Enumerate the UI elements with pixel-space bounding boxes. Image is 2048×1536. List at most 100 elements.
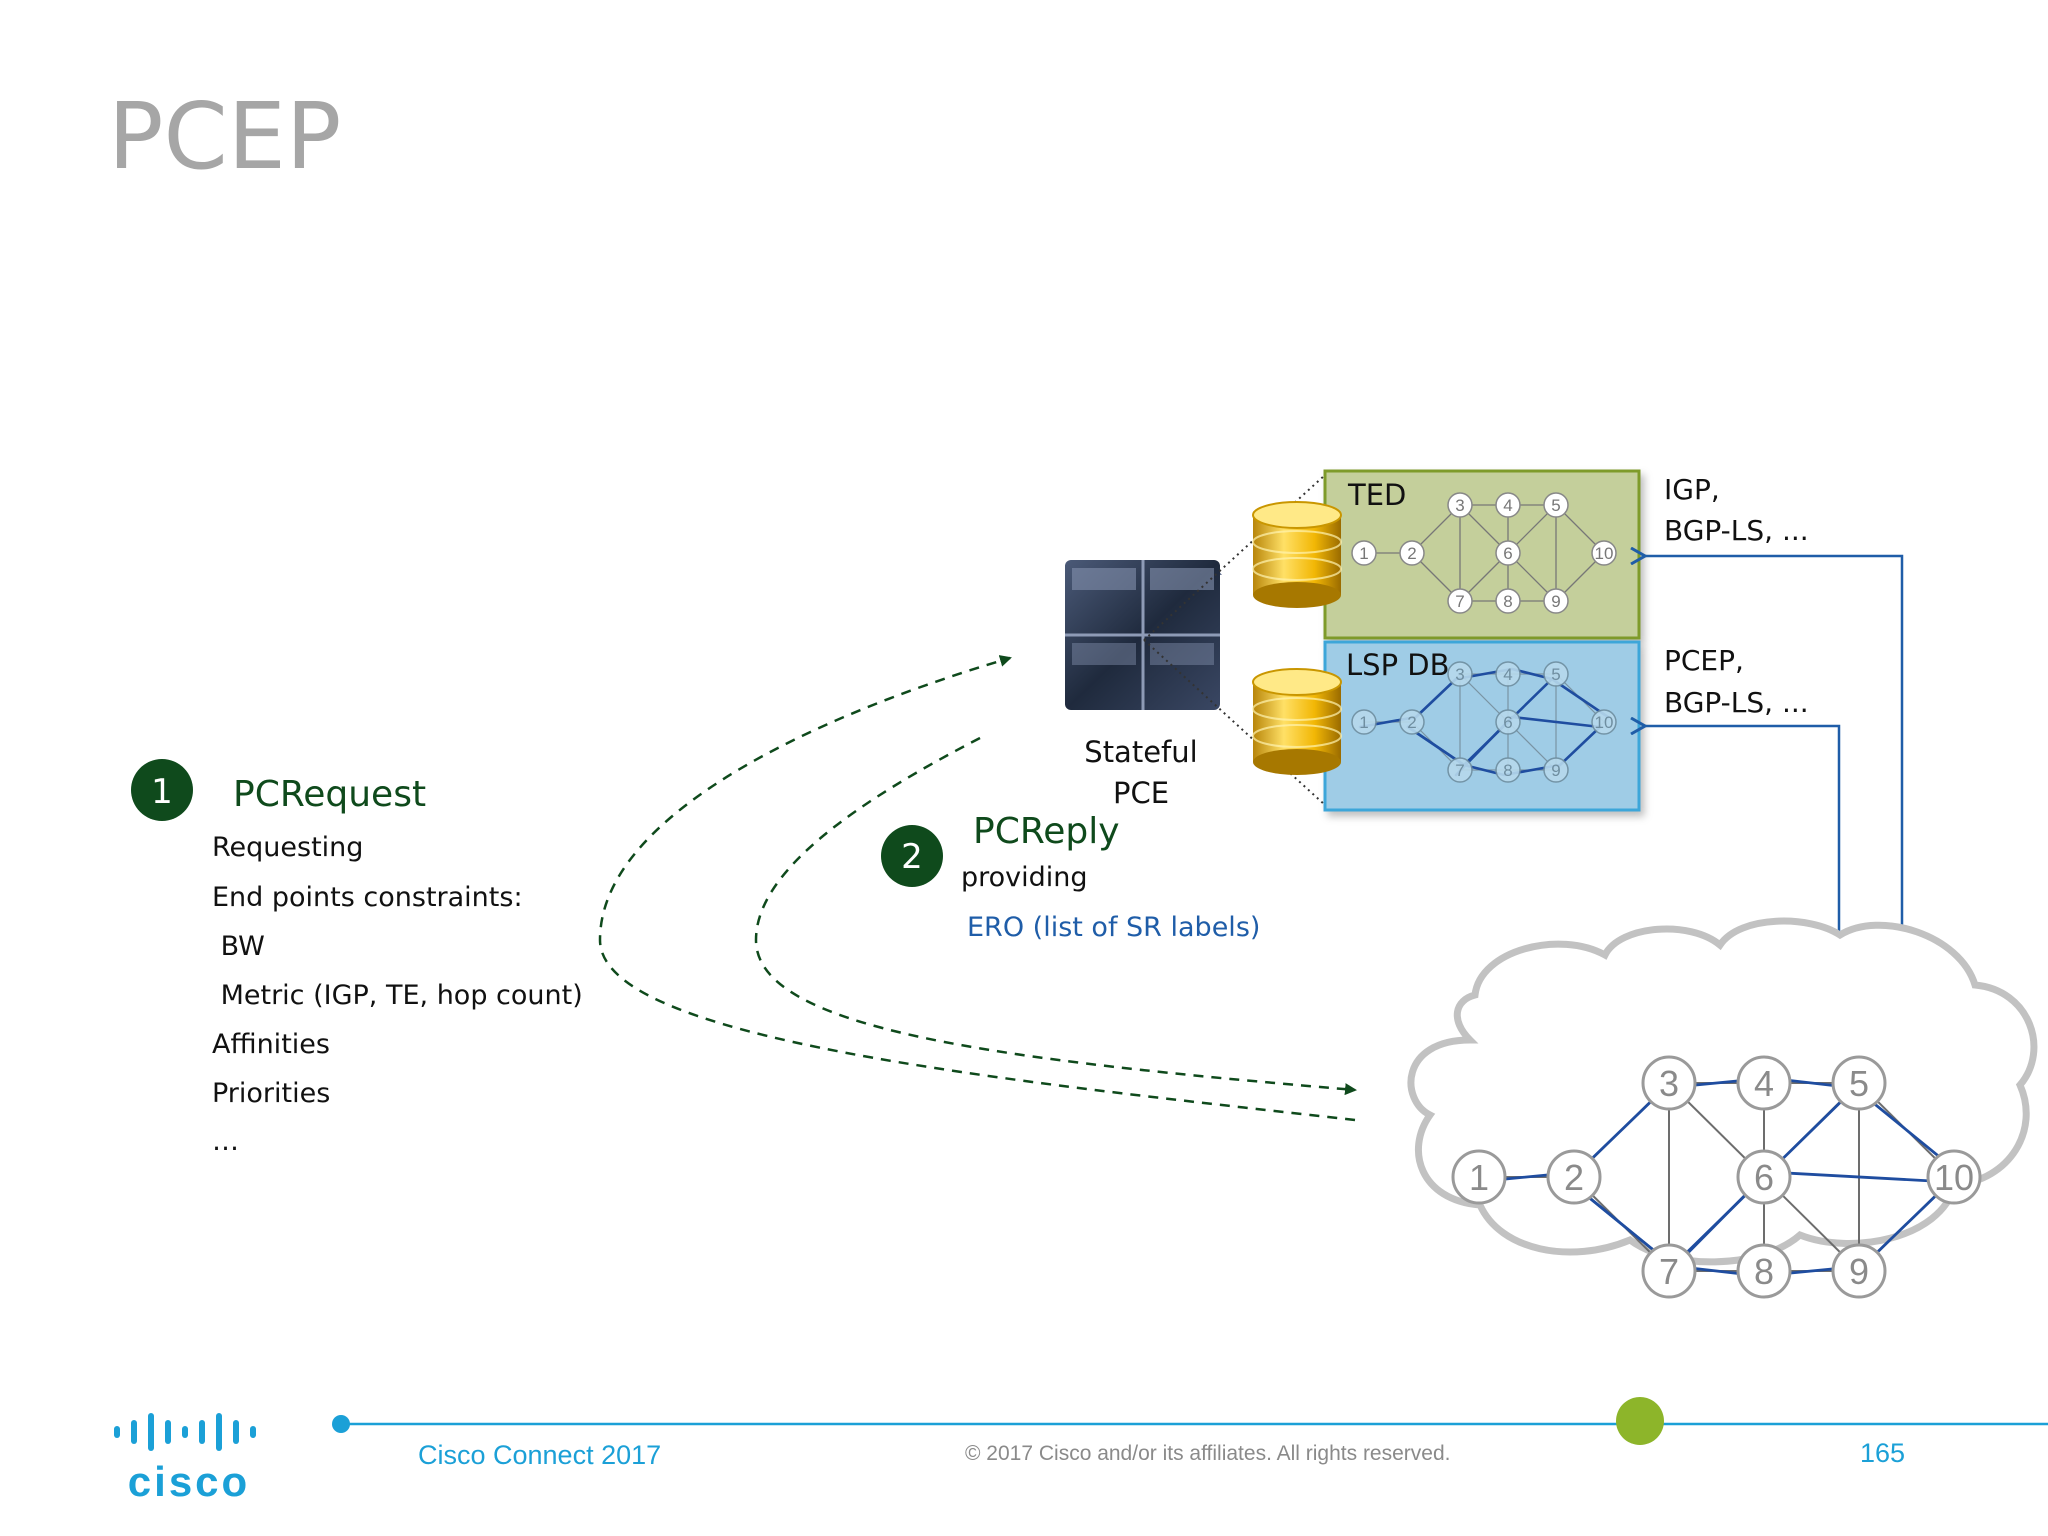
graph-node [1543,492,1569,518]
graph-node [1447,588,1473,614]
cisco-logo-wordmark: cisco [128,1458,250,1505]
graph-node [1736,1055,1792,1111]
graph-node [1591,540,1617,566]
step-1-number: 1 [151,772,173,812]
step-2-line: providing [961,862,1088,893]
graph-node [1641,1243,1697,1299]
step-2-group: 2 PCReply providing ERO (list of SR labe… [881,811,1260,943]
cisco-logo-bar [250,1426,256,1438]
step-2-number: 2 [901,837,923,877]
cisco-logo-bar [148,1413,154,1451]
footer-copyright: © 2017 Cisco and/or its affiliates. All … [965,1442,1450,1465]
graph-node-label: 10 [1934,1157,1974,1198]
step-1-line: Metric (IGP, TE, hop count) [212,980,583,1011]
graph-node [1495,540,1521,566]
step-1-line: End points constraints: [212,882,523,913]
request-arrow [598,655,1356,1122]
graph-node-label: 9 [1849,1251,1869,1292]
graph-node [1543,661,1569,687]
step-2-heading: PCReply [973,811,1120,852]
graph-node-label: 6 [1503,544,1512,563]
graph-node [1831,1055,1887,1111]
step-1-line: Affinities [212,1029,330,1060]
graph-node [1591,709,1617,735]
step-1-heading: PCRequest [233,774,426,815]
ted-source-line1: IGP, [1664,473,1720,506]
graph-node-label: 6 [1503,713,1512,732]
graph-node-label: 10 [1595,713,1614,732]
graph-node-label: 2 [1407,713,1416,732]
graph-node-label: 4 [1503,665,1512,684]
cisco-logo-bar [182,1426,188,1438]
step-2-ero: ERO (list of SR labels) [967,912,1260,943]
ted-label: TED [1347,478,1406,512]
cisco-logo-bars-icon [114,1413,256,1451]
graph-node-label: 2 [1407,544,1416,563]
graph-node-label: 3 [1659,1063,1679,1104]
graph-node [1736,1243,1792,1299]
footer-progress-dot [1616,1397,1664,1445]
cisco-logo-bar [233,1420,239,1444]
graph-node-label: 8 [1754,1251,1774,1292]
graph-node [1495,661,1521,687]
footer-event: Cisco Connect 2017 [418,1440,661,1470]
graph-node-label: 10 [1595,544,1614,563]
graph-node-label: 3 [1455,665,1464,684]
lspdb-source-line2: BGP-LS, ... [1664,686,1809,719]
footer-page-number: 165 [1860,1438,1905,1468]
pcep-feed-arrow [1645,726,1841,935]
graph-node-label: 6 [1754,1157,1774,1198]
graph-node [1495,588,1521,614]
footer: Cisco Connect 2017 © 2017 Cisco and/or i… [114,1397,2048,1505]
graph-node-label: 1 [1469,1157,1489,1198]
graph-node-label: 7 [1455,761,1464,780]
graph-node-label: 7 [1659,1251,1679,1292]
step-1-group: 1 PCRequest Requesting End points constr… [131,759,583,1157]
pce-label-line1: Stateful [1084,735,1197,769]
connector-lspdb [1143,639,1326,806]
graph-node-label: 5 [1551,496,1560,515]
graph-node [1399,540,1425,566]
graph-node-label: 1 [1359,544,1368,563]
graph-node-label: 8 [1503,592,1512,611]
pce-label-line2: PCE [1113,776,1169,810]
lspdb-source-line1: PCEP, [1664,644,1744,677]
graph-node-label: 1 [1359,713,1368,732]
graph-node [1399,709,1425,735]
step-1-line: Priorities [212,1078,330,1109]
igp-feed-arrow [1645,556,1904,925]
graph-node-label: 2 [1564,1157,1584,1198]
page-title: PCEP [108,83,341,190]
graph-node [1447,661,1473,687]
graph-node [1546,1149,1602,1205]
graph-node-label: 9 [1551,592,1560,611]
graph-node-label: 9 [1551,761,1560,780]
graph-node [1447,757,1473,783]
lspdb-database-icon [1252,668,1342,775]
graph-node [1736,1149,1792,1205]
ted-source-line2: BGP-LS, ... [1664,514,1809,547]
footer-timeline-start-dot [332,1415,350,1433]
step-1-line: Requesting [212,832,363,863]
graph-node-label: 5 [1551,665,1560,684]
graph-node [1447,492,1473,518]
cisco-logo: cisco [114,1413,256,1505]
graph-node [1543,757,1569,783]
reply-arrow [754,736,1357,1096]
cisco-logo-bar [114,1426,120,1438]
graph-node [1351,540,1377,566]
step-1-badge [131,759,193,821]
step-2-badge [881,825,943,887]
graph-node-label: 4 [1503,496,1512,515]
graph-node [1351,709,1377,735]
cisco-logo-bar [216,1413,222,1451]
graph-node-label: 5 [1849,1063,1869,1104]
graph-node [1495,757,1521,783]
graph-node [1451,1149,1507,1205]
